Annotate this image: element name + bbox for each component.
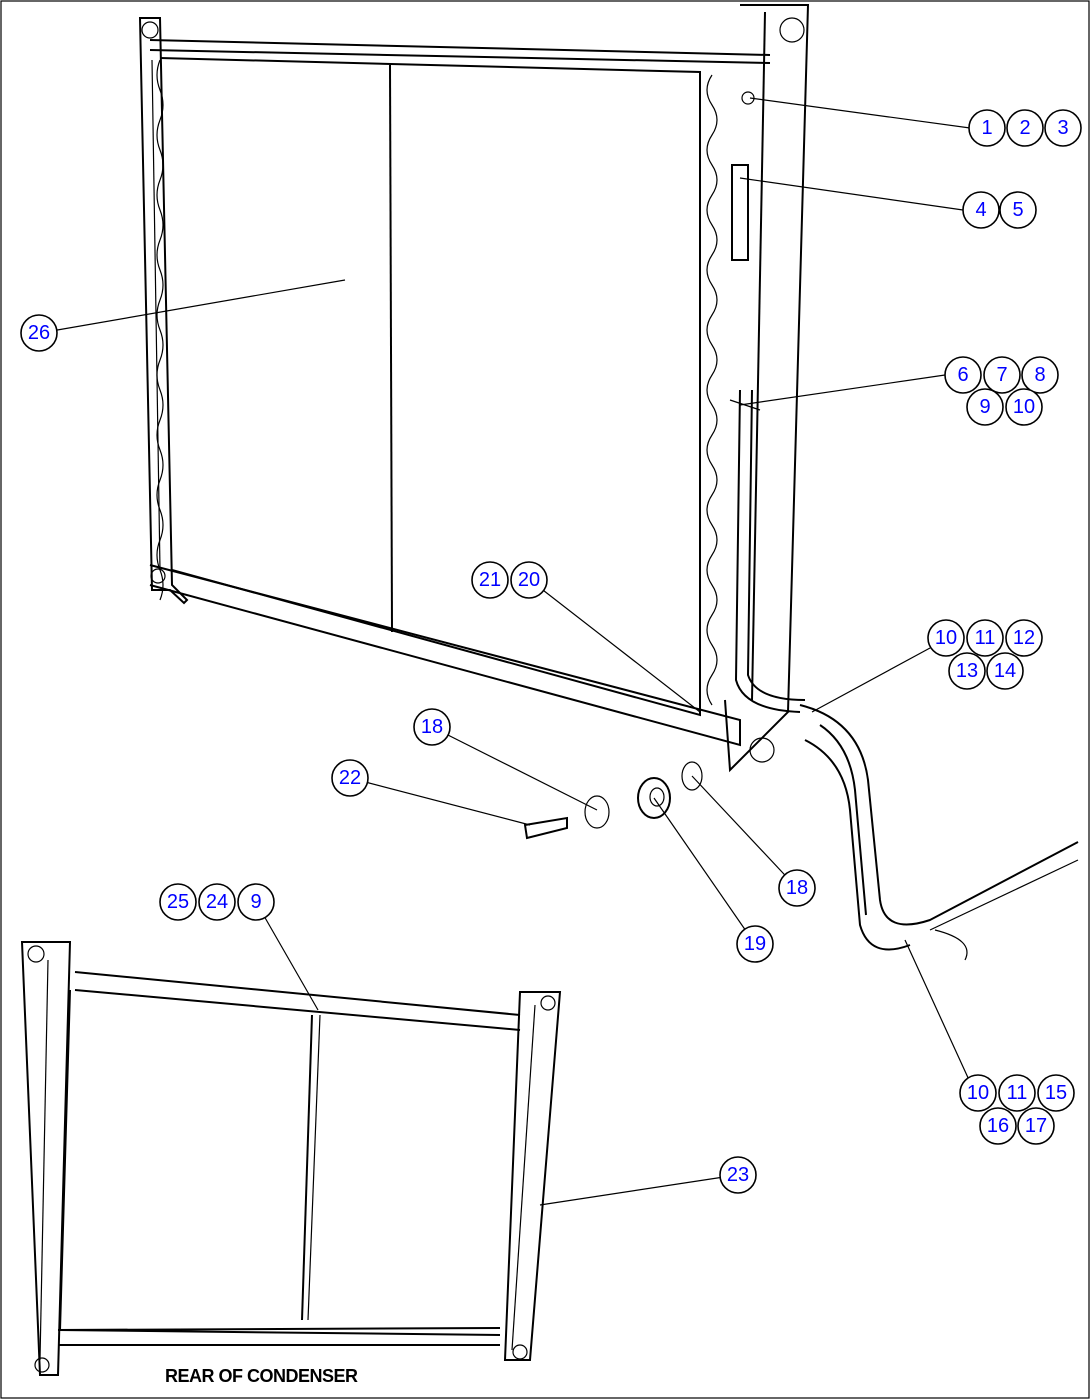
callout-10: 10 xyxy=(959,1074,997,1112)
callout-label: 9 xyxy=(250,891,261,913)
callouts: 1 2 3 4 5 26 6 7 8 9 10 21 20 10 11 12 1… xyxy=(20,109,1082,1194)
callout-22: 22 xyxy=(331,759,369,797)
callout-label: 18 xyxy=(421,716,443,738)
callout-label: 20 xyxy=(518,569,540,591)
callout-label: 10 xyxy=(935,627,957,649)
callout-6: 6 xyxy=(944,356,982,394)
callout-label: 23 xyxy=(727,1164,749,1186)
callout-4: 4 xyxy=(962,191,1000,229)
callout-label: 13 xyxy=(956,660,978,682)
callout-14: 14 xyxy=(986,652,1024,690)
callout-25: 25 xyxy=(159,883,197,921)
callout-20: 20 xyxy=(510,561,548,599)
callout-17: 17 xyxy=(1017,1107,1055,1145)
callout-9: 9 xyxy=(966,388,1004,426)
callout-label: 16 xyxy=(987,1115,1009,1137)
callout-19: 19 xyxy=(736,925,774,963)
rear-of-condenser-caption: REAR OF CONDENSER xyxy=(165,1366,358,1386)
callout-label: 18 xyxy=(786,877,808,899)
callout-21: 21 xyxy=(471,561,509,599)
callout-label: 21 xyxy=(479,569,501,591)
condenser-assembly xyxy=(138,4,1079,961)
callout-label: 14 xyxy=(994,660,1016,682)
callout-label: 3 xyxy=(1057,117,1068,139)
callout-1: 1 xyxy=(968,109,1006,147)
callout-label: 10 xyxy=(1013,396,1035,418)
callout-label: 19 xyxy=(744,933,766,955)
callout-10: 10 xyxy=(1005,388,1043,426)
callout-16: 16 xyxy=(979,1107,1017,1145)
callout-label: 10 xyxy=(967,1082,989,1104)
callout-label: 25 xyxy=(167,891,189,913)
callout-label: 17 xyxy=(1025,1115,1047,1137)
callout-18: 18 xyxy=(778,869,816,907)
callout-11: 11 xyxy=(966,619,1004,657)
callout-label: 5 xyxy=(1012,199,1023,221)
callout-label: 7 xyxy=(996,364,1007,386)
callout-7: 7 xyxy=(983,356,1021,394)
callout-label: 15 xyxy=(1045,1082,1067,1104)
callout-10: 10 xyxy=(927,619,965,657)
callout-label: 12 xyxy=(1013,627,1035,649)
rear-condenser-view xyxy=(20,941,562,1376)
callout-12: 12 xyxy=(1005,619,1043,657)
callout-9: 9 xyxy=(237,883,275,921)
callout-label: 22 xyxy=(339,767,361,789)
callout-label: 24 xyxy=(206,891,228,913)
callout-label: 11 xyxy=(975,627,996,649)
callout-15: 15 xyxy=(1037,1074,1075,1112)
callout-label: 11 xyxy=(1007,1082,1028,1104)
callout-13: 13 xyxy=(948,652,986,690)
callout-8: 8 xyxy=(1021,356,1059,394)
callout-18: 18 xyxy=(413,708,451,746)
callout-label: 1 xyxy=(981,117,992,139)
callout-label: 4 xyxy=(975,199,986,221)
callout-2: 2 xyxy=(1006,109,1044,147)
callout-24: 24 xyxy=(198,883,236,921)
callout-11: 11 xyxy=(998,1074,1036,1112)
callout-23: 23 xyxy=(719,1156,757,1194)
callout-label: 9 xyxy=(979,396,990,418)
callout-label: 8 xyxy=(1034,364,1045,386)
callout-5: 5 xyxy=(999,191,1037,229)
leader-lines xyxy=(39,97,976,1206)
callout-label: 6 xyxy=(957,364,968,386)
callout-label: 2 xyxy=(1019,117,1030,139)
callout-26: 26 xyxy=(20,314,58,352)
callout-label: 26 xyxy=(28,322,50,344)
callout-3: 3 xyxy=(1044,109,1082,147)
